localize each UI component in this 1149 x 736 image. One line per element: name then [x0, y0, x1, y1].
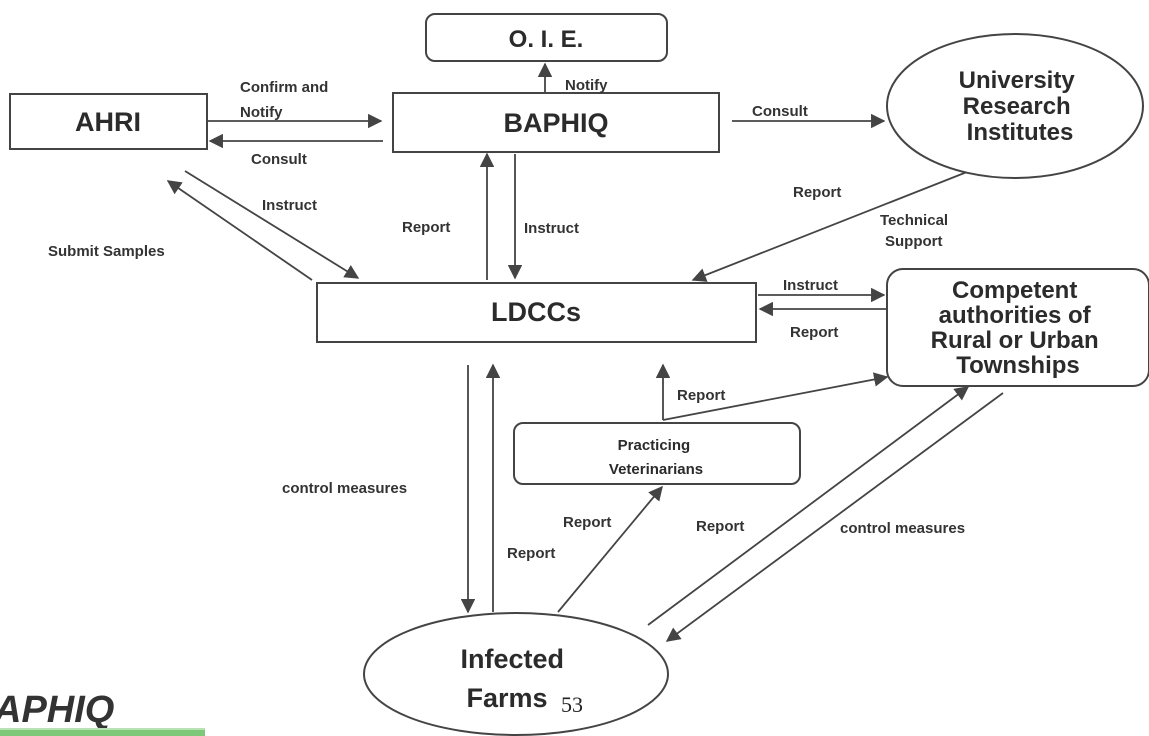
competent-line-3: Rural or Urban — [931, 327, 1099, 354]
page-number: 53 — [561, 692, 583, 717]
ahri-box — [9, 93, 208, 150]
report-competent-label: Report — [790, 324, 838, 341]
confirm-notify-label: Confirm and Notify — [240, 79, 333, 121]
veterinarians-label: Practicing Veterinarians — [609, 437, 703, 478]
report-vet-label: Report — [677, 387, 725, 404]
competent-line-4: Townships — [956, 352, 1080, 379]
technical-support-line-1: Technical — [880, 212, 948, 229]
oie-box — [425, 13, 668, 62]
edge-vet-to-competent — [662, 372, 889, 421]
competent-line-2: authorities of — [939, 302, 1092, 329]
competent-label: Competent authorities of Rural or Urban … — [931, 277, 1106, 379]
ldccs-label: LDCCs — [491, 297, 581, 327]
edge-farms-to-competent — [647, 386, 970, 626]
instruct-ahri-label: Instruct — [262, 197, 317, 214]
edge-labels: Confirm and Notify Notify Consult Consul… — [48, 77, 965, 562]
consult-university-label: Consult — [752, 103, 808, 120]
ldccs-box — [316, 282, 757, 343]
farms-label: Infected Farms — [460, 644, 571, 713]
report-ldccs-baphiq-label: Report — [402, 219, 450, 236]
node-competent: Competent authorities of Rural or Urban … — [886, 268, 1149, 387]
consult-ahri-label: Consult — [251, 151, 307, 168]
university-line-1: University — [959, 67, 1076, 94]
technical-support-label: Technical Support — [880, 212, 952, 250]
oie-label: O. I. E. — [509, 26, 584, 53]
farms-line-2: Farms — [466, 683, 547, 713]
baphiq-box — [392, 92, 720, 153]
university-label: University Research Institutes — [959, 67, 1082, 146]
node-university: University Research Institutes — [886, 33, 1144, 179]
farms-line-1: Infected — [460, 644, 564, 674]
edge-farms-to-vet — [557, 485, 663, 613]
report-farm-vet-label: Report — [563, 514, 611, 531]
node-ldccs: LDCCs — [316, 282, 757, 343]
control-measures-right-label: control measures — [840, 520, 965, 537]
instruct-baphiq-ldccs-label: Instruct — [524, 220, 579, 237]
university-line-3: Institutes — [967, 119, 1074, 146]
edges — [166, 62, 1004, 642]
technical-support-line-2: Support — [885, 233, 943, 250]
report-farm-ldccs-label: Report — [507, 545, 555, 562]
confirm-notify-line-2: Notify — [240, 104, 283, 121]
node-farms: Infected Farms — [363, 612, 669, 736]
baphiq-logo-text: APHIQ — [0, 689, 114, 731]
veterinarians-line-2: Veterinarians — [609, 461, 703, 478]
farms-ellipse — [363, 612, 669, 736]
submit-samples-label: Submit Samples — [48, 243, 165, 260]
edge-ahri-to-ldccs — [184, 170, 360, 279]
logo-green-highlight — [0, 728, 205, 730]
competent-box — [886, 268, 1149, 387]
ahri-label: AHRI — [75, 107, 141, 137]
edge-ldccs-to-ahri — [166, 180, 313, 281]
veterinarians-box — [513, 422, 801, 485]
report-farm-competent-label: Report — [696, 518, 744, 535]
report-university-label: Report — [793, 184, 841, 201]
veterinarians-line-1: Practicing — [618, 437, 691, 454]
university-ellipse — [886, 33, 1144, 179]
node-oie: O. I. E. — [425, 13, 668, 62]
notify-label: Notify — [565, 77, 608, 94]
instruct-competent-label: Instruct — [783, 277, 838, 294]
edge-competent-to-farms — [665, 392, 1004, 642]
logo-green-bar — [0, 730, 205, 736]
confirm-notify-line-1: Confirm and — [240, 79, 328, 96]
edge-university-to-ldccs — [691, 169, 973, 282]
control-measures-left-label: control measures — [282, 480, 407, 497]
node-baphiq: BAPHIQ — [392, 92, 720, 153]
competent-line-1: Competent — [952, 277, 1077, 304]
baphiq-label: BAPHIQ — [503, 108, 608, 138]
university-line-2: Research — [963, 93, 1071, 120]
footer: APHIQ 53 — [0, 689, 583, 736]
node-ahri: AHRI — [9, 93, 208, 150]
node-veterinarians: Practicing Veterinarians — [513, 422, 801, 485]
